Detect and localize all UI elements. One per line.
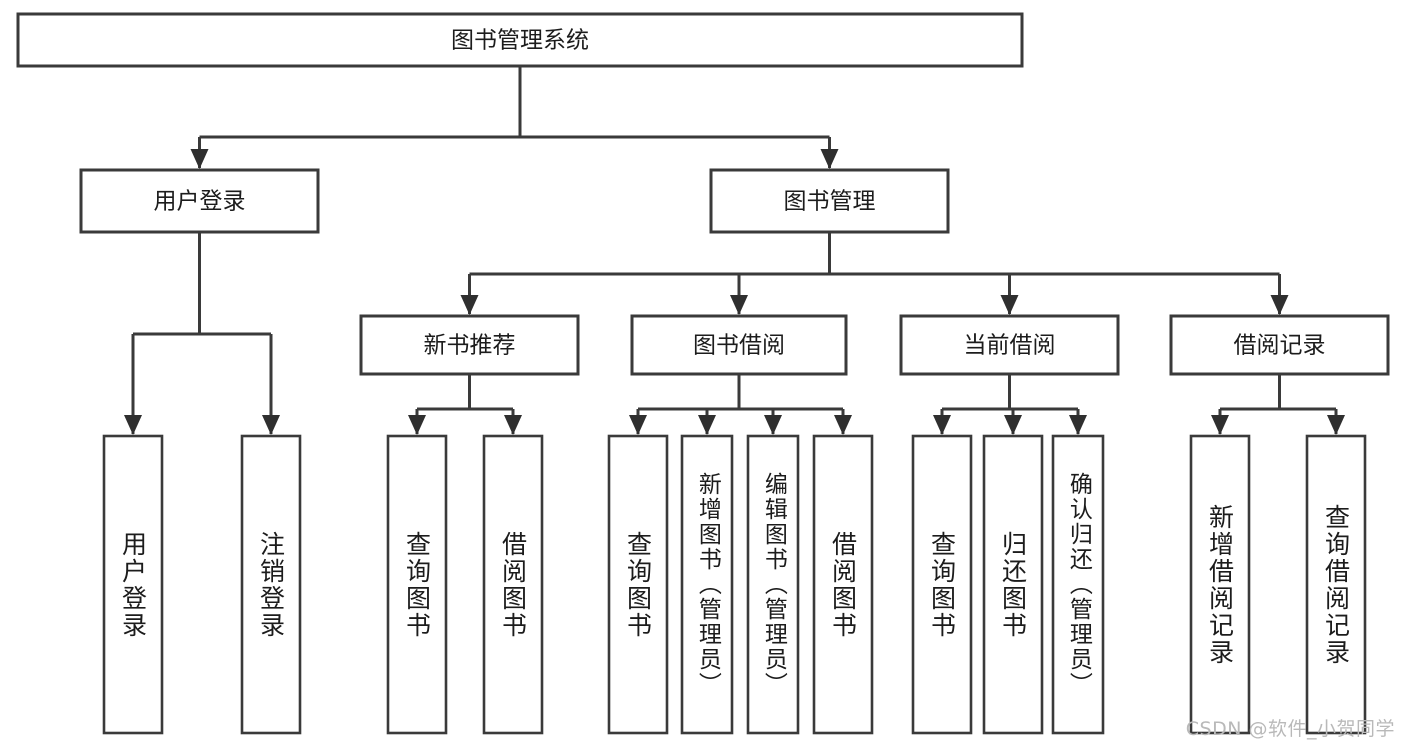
node-box-leaf-user-logout[interactable] — [240, 434, 302, 735]
arrow-head-icon-current-borrow — [1000, 295, 1019, 315]
node-label-root: 图书管理系统 — [451, 28, 589, 54]
node-box-leaf-edit-book[interactable] — [746, 434, 800, 735]
node-label-borrow-record: 借阅记录 — [1234, 333, 1326, 359]
arrow-head-icon-leaf-user-login — [124, 415, 142, 435]
arrow-head-icon-leaf-borrow-book-1 — [504, 415, 522, 435]
node-box-leaf-borrow-book-2[interactable] — [812, 434, 874, 735]
arrow-head-icon-leaf-borrow-book-2 — [834, 415, 852, 435]
node-label-book-borrow: 图书借阅 — [693, 333, 785, 359]
node-box-leaf-user-login[interactable] — [102, 434, 164, 735]
node-box-leaf-query-book-3[interactable] — [911, 434, 973, 735]
node-label-user-login: 用户登录 — [154, 189, 246, 215]
node-box-root[interactable] — [16, 12, 1024, 68]
arrow-head-icon-leaf-return-book — [1004, 415, 1022, 435]
arrow-head-icon-leaf-query-book-1 — [408, 415, 426, 435]
arrow-head-icon-leaf-query-book-3 — [933, 415, 951, 435]
node-label-current-borrow: 当前借阅 — [964, 333, 1056, 359]
node-box-book-borrow[interactable] — [630, 314, 848, 376]
node-box-new-book-recommend[interactable] — [359, 314, 580, 376]
node-box-book-manage[interactable] — [709, 168, 950, 234]
arrow-head-icon-new-book-recommend — [460, 295, 479, 315]
arrow-head-icon-leaf-edit-book — [764, 415, 782, 435]
node-box-leaf-confirm-return[interactable] — [1051, 434, 1105, 735]
node-box-leaf-borrow-book-1[interactable] — [482, 434, 544, 735]
node-label-new-book-recommend: 新书推荐 — [424, 333, 516, 359]
node-box-current-borrow[interactable] — [899, 314, 1120, 376]
boxes-layer — [16, 12, 1390, 735]
node-box-user-login[interactable] — [79, 168, 320, 234]
node-label-book-manage: 图书管理 — [784, 189, 876, 215]
arrow-head-icon-leaf-query-book-2 — [629, 415, 647, 435]
node-box-leaf-add-record[interactable] — [1189, 434, 1251, 735]
arrow-head-icon-borrow-record — [1270, 295, 1289, 315]
arrow-head-icon-leaf-add-book — [698, 415, 716, 435]
arrow-head-icon-leaf-confirm-return — [1069, 415, 1087, 435]
arrow-head-icon-leaf-user-logout — [262, 415, 280, 435]
node-box-leaf-return-book[interactable] — [982, 434, 1044, 735]
arrow-head-icon-book-borrow — [730, 295, 748, 315]
connectors-layer — [124, 66, 1345, 435]
arrow-head-icon-book-manage — [820, 149, 839, 169]
arrow-head-icon-leaf-add-record — [1211, 415, 1229, 435]
node-box-leaf-query-book-2[interactable] — [607, 434, 669, 735]
node-box-leaf-query-record[interactable] — [1305, 434, 1367, 735]
arrow-head-icon-leaf-query-record — [1327, 415, 1345, 435]
node-box-borrow-record[interactable] — [1169, 314, 1390, 376]
node-box-leaf-query-book-1[interactable] — [386, 434, 448, 735]
watermark-text: CSDN @软件_小贺同学 — [1185, 718, 1395, 740]
arrow-head-icon-user-login — [190, 149, 209, 169]
node-box-leaf-add-book[interactable] — [680, 434, 734, 735]
